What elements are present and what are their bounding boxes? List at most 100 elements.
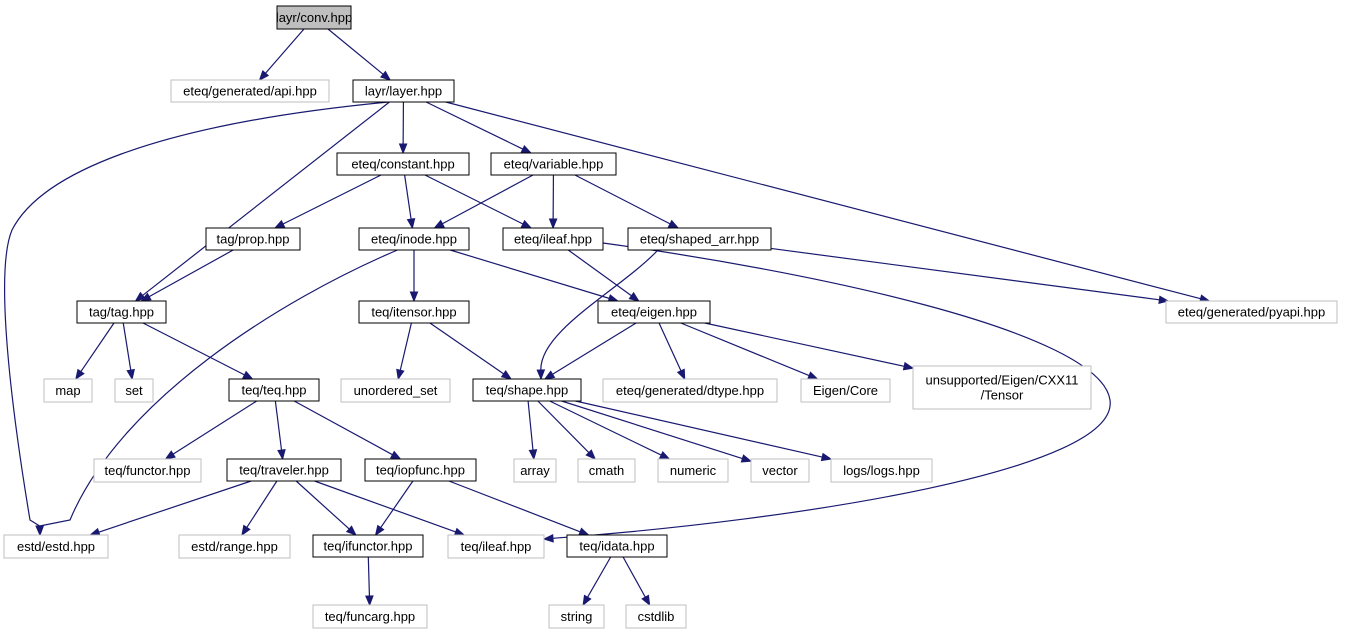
edge-layer-to-constant-arrowhead [398,143,408,155]
node-box [800,378,891,403]
node-box [625,604,687,629]
edge-iopfunc-to-idata [448,480,581,533]
node-box [364,458,477,482]
node-iopfunc[interactable]: teq/iopfunc.hpp [364,458,477,482]
node-inode[interactable]: eteq/inode.hpp [358,227,470,251]
node-tag[interactable]: tag/tag.hpp [76,300,167,324]
node-pyapi: eteq/generated/pyapi.hpp [1165,300,1338,324]
edge-iopfunc-to-idata-arrowhead [578,527,590,536]
edge-constant-to-inode [404,174,412,220]
edge-variable-to-inode-arrowhead [433,219,445,229]
node-box [276,5,352,30]
edge-idata-to-string [587,556,612,598]
node-label: teq/idata.hpp [579,539,654,554]
edge-itensor-to-shape [429,322,504,375]
node-label: array [520,463,550,478]
node-prop[interactable]: tag/prop.hpp [205,227,301,251]
node-shaped-arr[interactable]: eteq/shaped_arr.hpp [627,227,772,251]
edge-eigen-to-dtype [658,322,682,372]
node-teq[interactable]: teq/teq.hpp [228,378,320,402]
node-root[interactable]: layr/conv.hpp [276,5,352,30]
node-box [3,534,109,559]
node-idata[interactable]: teq/idata.hpp [566,534,668,558]
node-constant[interactable]: eteq/constant.hpp [336,152,470,176]
edge-variable-to-inode [442,174,534,225]
node-box [352,79,455,103]
node-api: eteq/generated/api.hpp [170,79,330,103]
edge-constant-to-prop-arrowhead [273,219,286,229]
node-box [226,458,342,482]
node-eigen[interactable]: eteq/eigen.hpp [597,300,711,324]
edge-layer-to-pyapi [445,101,1201,300]
edge-constant-to-inode-arrowhead [406,217,416,230]
node-vector: vector [750,458,810,483]
nodes-layer: layr/conv.hpp eteq/generated/api.hpp layr/… [3,5,1338,629]
node-box [43,378,93,403]
edge-teq-to-traveler [274,400,283,451]
edge-layer-to-variable [425,101,524,150]
edge-eigen-to-tensor-arrowhead [902,361,915,371]
node-eteq-ileaf[interactable]: eteq/ileaf.hpp [502,227,604,251]
node-cstdlib: cstdlib [625,604,687,629]
edge-shape-to-array [527,400,534,451]
node-layer[interactable]: layr/layer.hpp [352,79,455,103]
node-label: eteq/generated/dtype.hpp [616,383,764,398]
node-box [657,458,729,483]
node-box [1165,300,1338,324]
node-variable[interactable]: eteq/variable.hpp [490,152,617,176]
node-traveler[interactable]: teq/traveler.hpp [226,458,342,482]
edge-shape-to-cmath-arrowhead [585,449,597,460]
node-box [312,604,428,629]
node-itensor[interactable]: teq/itensor.hpp [358,300,470,324]
edge-eigen-to-shape [552,322,637,375]
node-functor: teq/functor.hpp [93,458,202,483]
edge-traveler-to-teq_ileaf-arrowhead [453,527,466,536]
edge-variable-to-shaped_arr-arrowhead [667,219,680,229]
node-box [358,227,470,251]
node-label: teq/funcarg.hpp [325,609,415,624]
node-box [830,458,933,483]
node-unordered-set: unordered_set [340,378,451,403]
node-box [93,458,202,483]
edge-shaped_arr-to-pyapi-arrowhead [1158,295,1170,305]
node-box [750,458,810,483]
node-label: map [55,383,80,398]
node-box [340,378,451,403]
node-label: eteq/shaped_arr.hpp [640,232,759,247]
node-label: teq/ileaf.hpp [461,539,532,554]
node-label: unsupported/Eigen/CXX11 [926,373,1079,388]
edge-shape-to-numeric-arrowhead [658,450,671,460]
edge-teq-to-iopfunc-arrowhead [389,450,402,460]
node-label: tag/prop.hpp [216,232,289,247]
node-logs: logs/logs.hpp [830,458,933,483]
node-funcarg: teq/funcarg.hpp [312,604,428,629]
edge-traveler-to-range [246,480,278,528]
edge-itensor-to-shape-arrowhead [500,370,513,380]
edge-tag-to-teq [142,322,245,376]
node-cmath: cmath [577,458,636,483]
node-box [602,378,778,403]
edge-shape-to-numeric [549,400,662,456]
node-label: set [125,383,143,398]
node-label: teq/functor.hpp [104,463,190,478]
edges-layer [4,28,1211,607]
node-label: unordered_set [354,383,438,398]
node-ifunctor[interactable]: teq/ifunctor.hpp [312,534,424,558]
edge-prop-to-tag [148,249,234,298]
node-label: logs/logs.hpp [843,463,920,478]
node-box [114,378,154,403]
node-box [228,378,320,402]
node-shape[interactable]: teq/shape.hpp [472,378,582,402]
edge-tag-to-map [80,322,115,372]
edge-shape-to-cmath [537,400,590,454]
edge-tag-to-set [122,322,132,371]
edge-traveler-to-ifunctor-arrowhead [345,525,357,536]
node-label: teq/itensor.hpp [371,305,456,320]
edge-idata-to-cstdlib [622,556,646,598]
node-numeric: numeric [657,458,729,483]
edge-eteq_ileaf-to-eigen [567,249,632,297]
edge-shape-to-logs-arrowhead [820,452,833,462]
edge-tag-to-set-arrowhead [126,368,135,381]
edge-variable-to-shaped_arr [574,174,671,225]
edge-eteq_ileaf-to-eigen-arrowhead [628,291,640,302]
